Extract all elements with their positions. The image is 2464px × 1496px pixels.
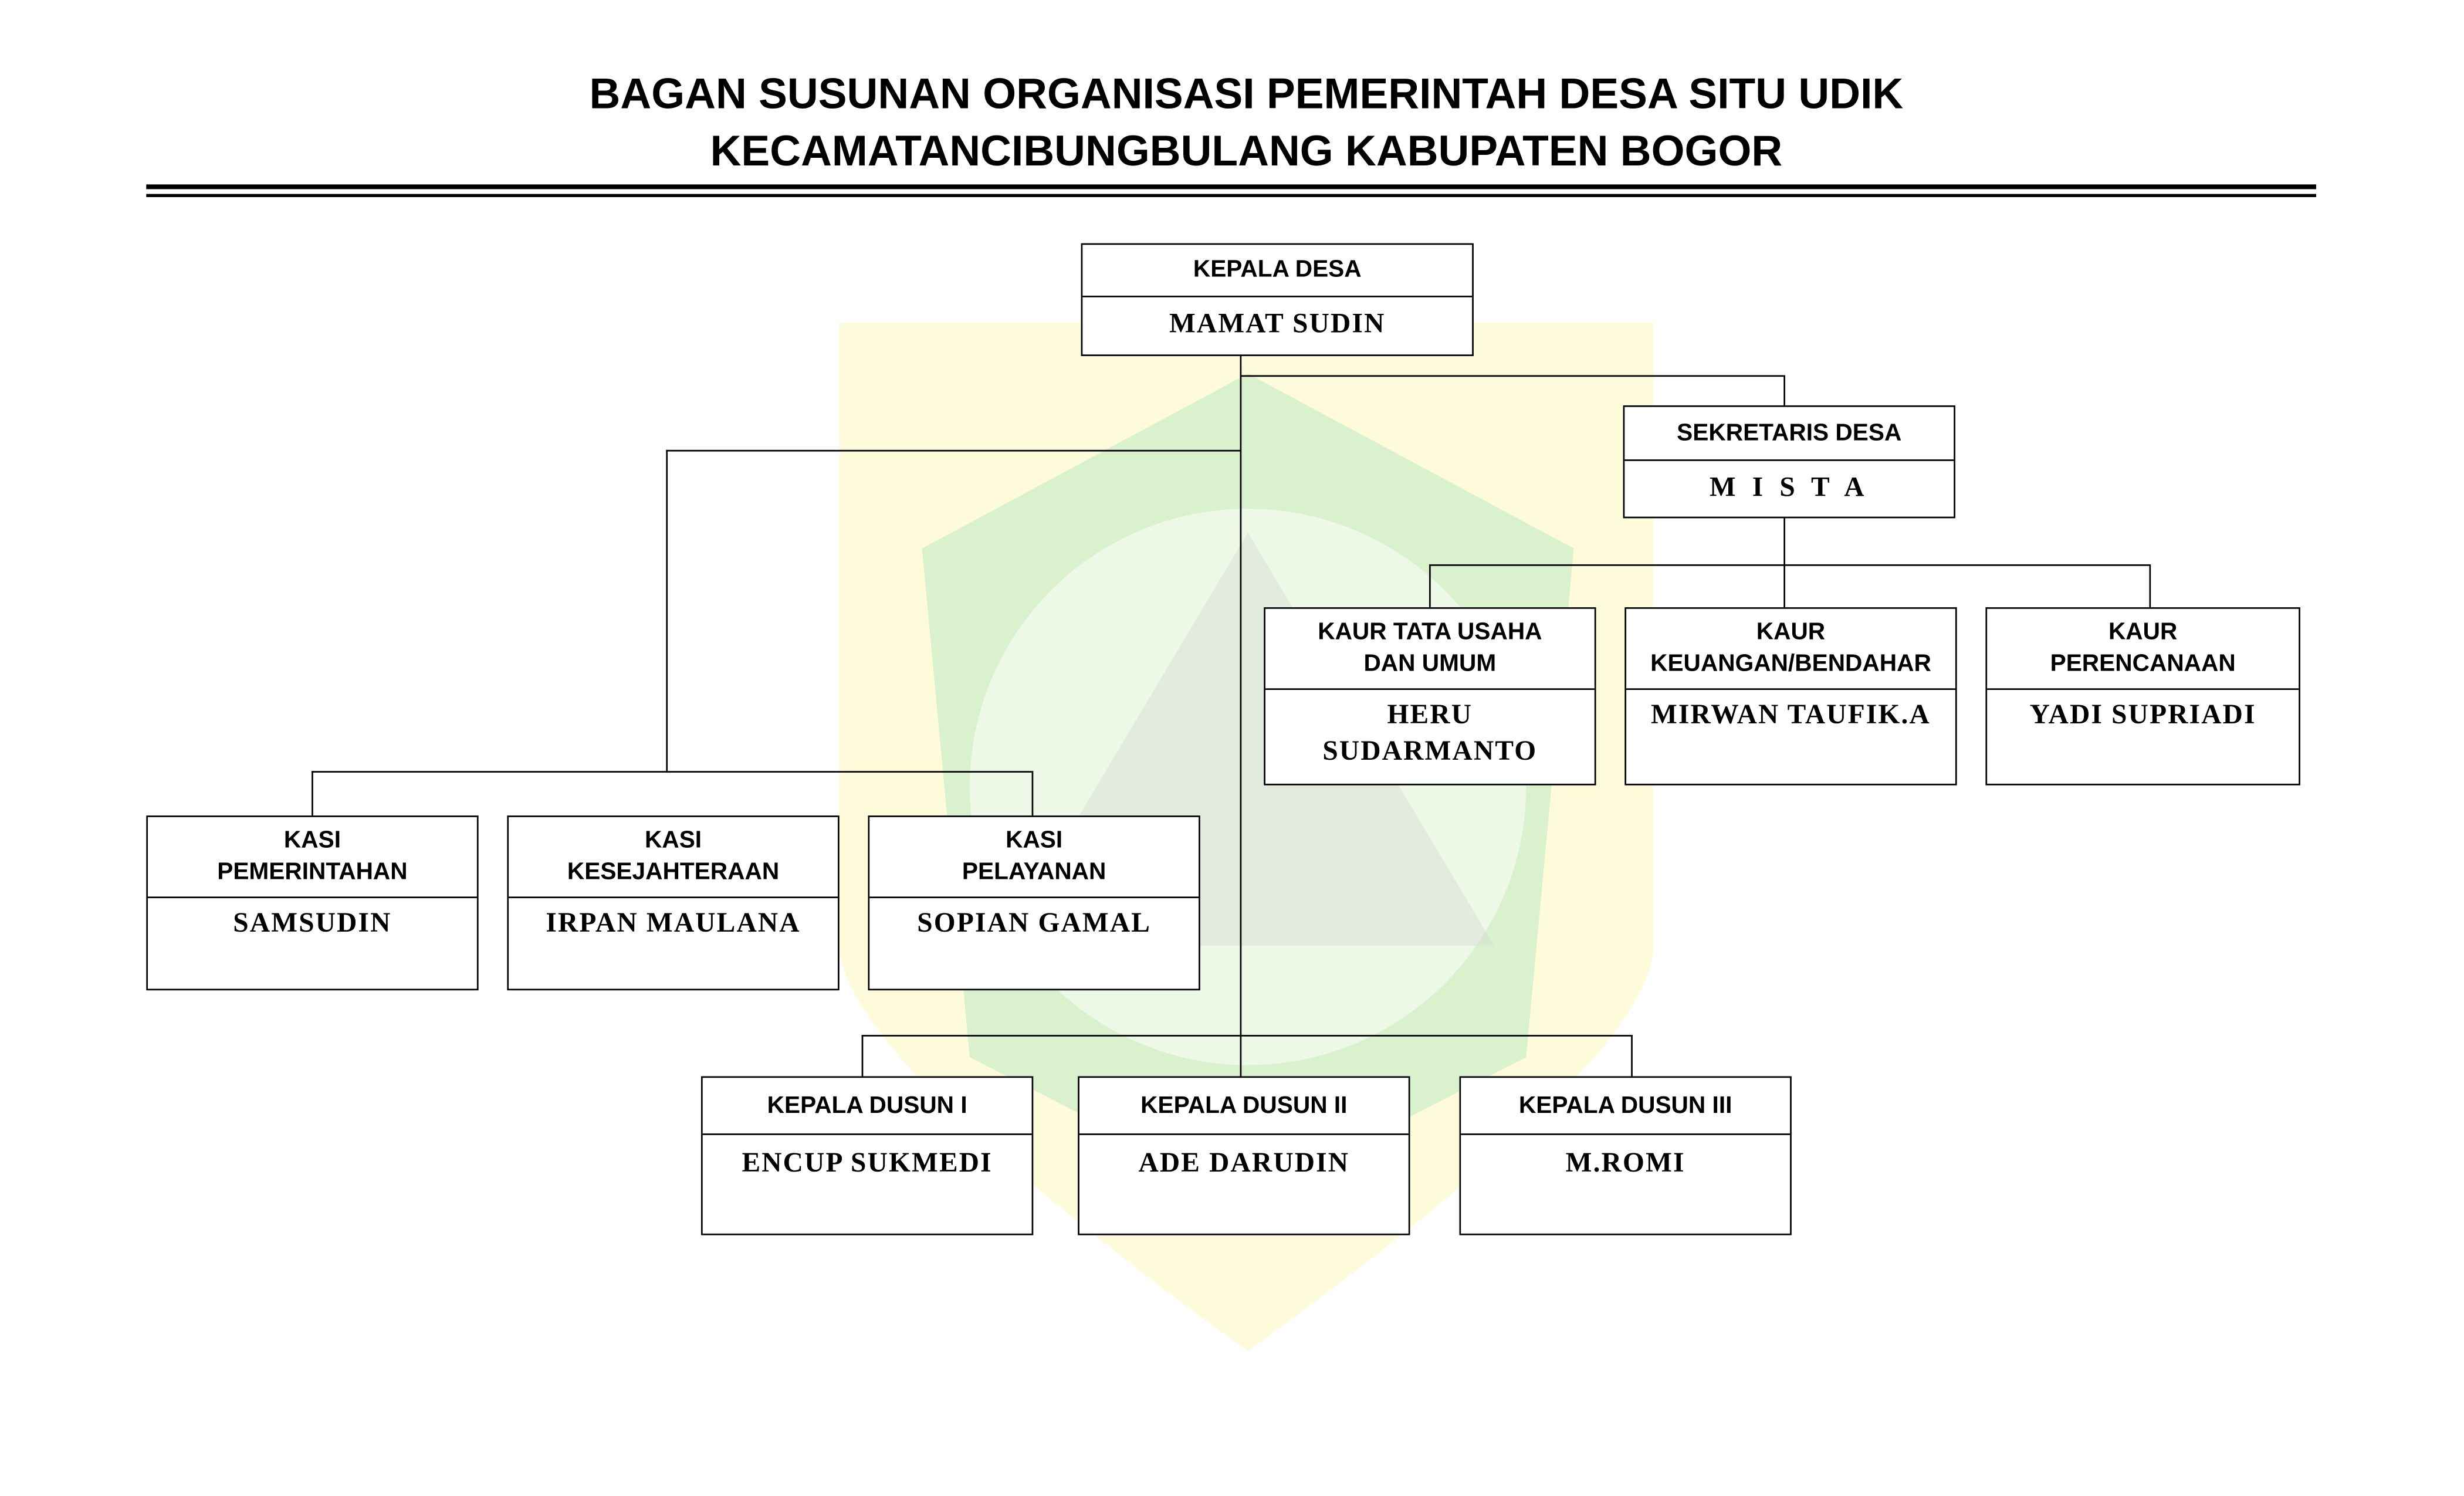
role-label: KASI bbox=[644, 827, 702, 854]
role-label: KAUR TATA USAHA bbox=[1318, 618, 1542, 646]
box-kaur-tata-usaha: KAUR TATA USAHA DAN UMUM HERU SUDARMANTO bbox=[1264, 607, 1596, 786]
connector bbox=[1031, 771, 1034, 816]
role-label: KASI bbox=[1006, 827, 1063, 854]
role-label: KAUR bbox=[2108, 618, 2178, 646]
box-kepala-dusun-2: KEPALA DUSUN II ADE DARUDIN bbox=[1078, 1076, 1410, 1236]
role-label: KEPALA DUSUN II bbox=[1079, 1078, 1409, 1135]
person-name: ENCUP SUKMEDI bbox=[742, 1146, 993, 1178]
role-label: KAUR bbox=[1756, 618, 1826, 646]
role-label: KESEJAHTERAAN bbox=[567, 858, 780, 886]
title-line-1: BAGAN SUSUNAN ORGANISASI PEMERINTAH DESA… bbox=[589, 70, 1904, 118]
person-name: SOPIAN GAMAL bbox=[917, 906, 1152, 938]
connector bbox=[312, 771, 314, 816]
connector bbox=[1631, 1035, 1633, 1077]
person-name: SAMSUDIN bbox=[233, 906, 392, 938]
role-label: PELAYANAN bbox=[962, 858, 1106, 886]
box-sekretaris-desa: SEKRETARIS DESA M I S T A bbox=[1623, 405, 1955, 519]
box-kasi-kesejahteraan: KASI KESEJAHTERAAN IRPAN MAULANA bbox=[507, 815, 840, 991]
person-name: M.ROMI bbox=[1565, 1146, 1685, 1178]
role-label: DAN UMUM bbox=[1363, 650, 1497, 678]
connector bbox=[1240, 375, 1784, 378]
person-name: ADE DARUDIN bbox=[1138, 1146, 1350, 1178]
box-kaur-perencanaan: KAUR PERENCANAAN YADI SUPRIADI bbox=[1985, 607, 2300, 786]
connector bbox=[312, 771, 1032, 773]
connector bbox=[861, 1035, 1632, 1037]
person-name: M I S T A bbox=[1709, 471, 1869, 503]
role-label: PEMERINTAHAN bbox=[217, 858, 408, 886]
connector bbox=[1429, 564, 1431, 608]
role-label: KEPALA DESA bbox=[1082, 245, 1473, 297]
role-label: KEPALA DUSUN III bbox=[1461, 1078, 1791, 1135]
person-name: MIRWAN TAUFIK.A bbox=[1650, 698, 1931, 730]
title-line-2: KECAMATANCIBUNGBULANG KABUPATEN BOGOR bbox=[710, 127, 1783, 175]
box-kaur-keuangan: KAUR KEUANGAN/BENDAHAR MIRWAN TAUFIK.A bbox=[1624, 607, 1957, 786]
role-label: SEKRETARIS DESA bbox=[1624, 407, 1954, 461]
connector-main bbox=[1240, 354, 1243, 1077]
person-name: IRPAN MAULANA bbox=[546, 906, 801, 938]
header-rule-thick bbox=[146, 184, 2317, 189]
box-kasi-pemerintahan: KASI PEMERINTAHAN SAMSUDIN bbox=[146, 815, 479, 991]
box-kepala-dusun-1: KEPALA DUSUN I ENCUP SUKMEDI bbox=[700, 1076, 1034, 1236]
connector bbox=[1783, 375, 1786, 405]
role-label: KEPALA DUSUN I bbox=[702, 1078, 1032, 1135]
connector bbox=[2149, 564, 2152, 608]
connector bbox=[1429, 564, 2150, 567]
box-kepala-desa: KEPALA DESA MAMAT SUDIN bbox=[1081, 243, 1474, 356]
person-name: SUDARMANTO bbox=[1322, 734, 1538, 767]
role-label: PERENCANAAN bbox=[2050, 650, 2236, 678]
box-kasi-pelayanan: KASI PELAYANAN SOPIAN GAMAL bbox=[868, 815, 1200, 991]
header-rule-thin bbox=[146, 194, 2317, 198]
role-label: KEUANGAN/BENDAHAR bbox=[1650, 650, 1931, 678]
connector bbox=[861, 1035, 864, 1077]
person-name: HERU bbox=[1387, 698, 1473, 730]
connector bbox=[666, 449, 668, 771]
person-name: YADI SUPRIADI bbox=[2029, 698, 2256, 730]
connector bbox=[666, 449, 1240, 452]
box-kepala-dusun-3: KEPALA DUSUN III M.ROMI bbox=[1459, 1076, 1792, 1236]
role-label: KASI bbox=[283, 827, 341, 854]
person-name: MAMAT SUDIN bbox=[1169, 306, 1386, 339]
connector bbox=[1783, 516, 1786, 608]
